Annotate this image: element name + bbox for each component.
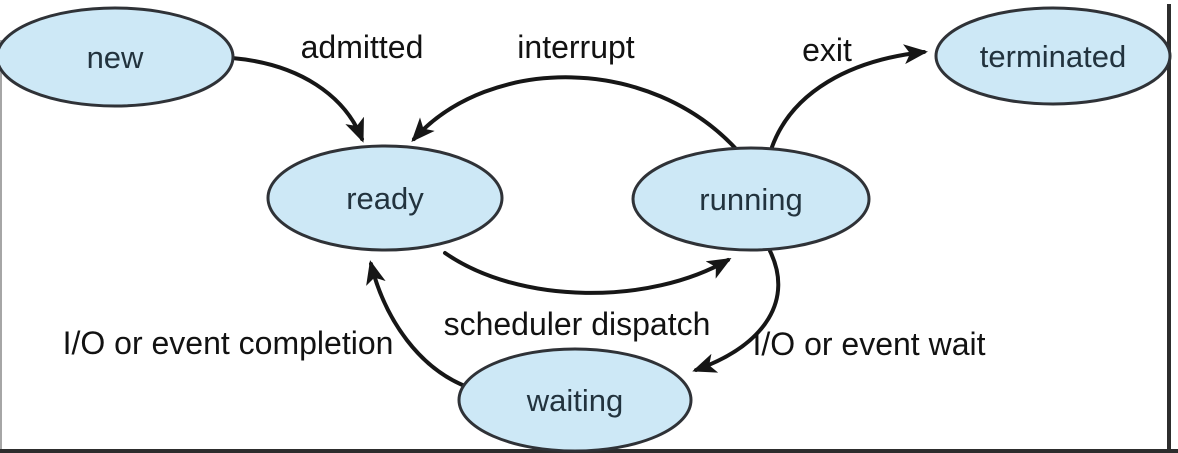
transition-arrow-scheduler-dispatch xyxy=(443,251,732,295)
transition-label-scheduler-dispatch: scheduler dispatch xyxy=(444,306,711,342)
state-running-label: running xyxy=(699,182,802,217)
transition-arrow-exit xyxy=(770,44,928,149)
state-new-label: new xyxy=(87,40,144,75)
state-waiting-label: waiting xyxy=(526,383,624,418)
state-ready-label: ready xyxy=(346,181,424,216)
transition-label-admitted: admitted xyxy=(301,29,424,65)
transition-arrow-io-event-wait xyxy=(692,249,781,373)
state-waiting-ellipse xyxy=(457,347,693,453)
state-terminated-label: terminated xyxy=(980,39,1126,74)
transition-arrow-interrupt xyxy=(411,75,739,152)
transition-label-io-event-completion: I/O or event completion xyxy=(63,325,394,361)
state-running-ellipse xyxy=(631,146,871,252)
state-ready-ellipse xyxy=(266,144,504,252)
state-ready: ready xyxy=(266,144,504,252)
transition-arrow-io-event-completion xyxy=(366,260,472,390)
transition-arrow-admitted xyxy=(230,56,364,143)
transition-label-io-event-wait: I/O or event wait xyxy=(753,326,986,362)
state-new-ellipse xyxy=(0,6,235,108)
state-new: new xyxy=(0,6,235,108)
state-waiting: waiting xyxy=(457,347,693,453)
transition-label-interrupt: interrupt xyxy=(517,29,635,65)
state-running: running xyxy=(631,146,871,252)
state-terminated: terminated xyxy=(934,6,1172,106)
state-terminated-ellipse xyxy=(934,6,1172,106)
transition-label-exit: exit xyxy=(802,32,852,68)
